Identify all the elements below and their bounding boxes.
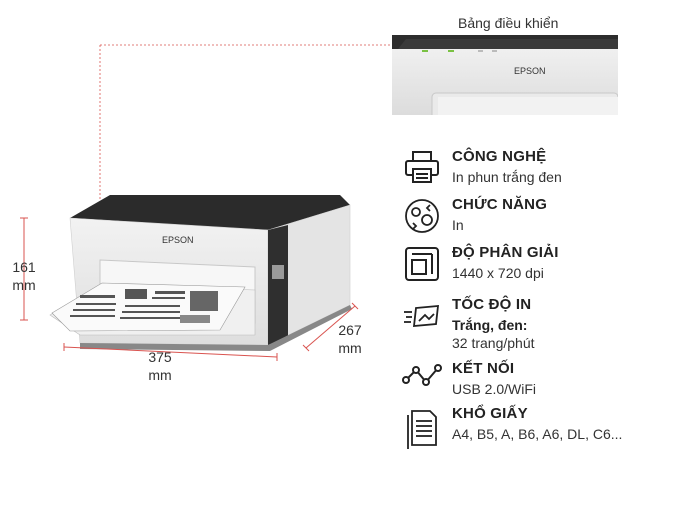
paper-icon — [407, 410, 437, 449]
spec-resolution-title: ĐỘ PHÂN GIẢI — [452, 244, 559, 261]
spec-paper-value: A4, B5, A, B6, A6, DL, C6... — [452, 426, 623, 442]
spec-resolution: ĐỘ PHÂN GIẢI 1440 x 720 dpi — [402, 244, 692, 296]
spec-speed-label: Trắng, đen: — [452, 317, 528, 333]
panel-brand: EPSON — [514, 66, 546, 76]
dimension-depth-value: 267 — [338, 322, 362, 338]
spec-paper-title: KHỔ GIẤY — [452, 405, 528, 422]
dimension-depth: 267 mm — [330, 321, 370, 357]
spec-speed-title: TỐC ĐỘ IN — [452, 296, 532, 313]
speed-icon — [404, 305, 440, 327]
spec-technology: CÔNG NGHỆ In phun trắng đen — [402, 148, 692, 200]
spec-function-title: CHỨC NĂNG — [452, 196, 548, 213]
dimension-depth-unit: mm — [338, 340, 362, 356]
spec-function: CHỨC NĂNG In — [402, 196, 692, 248]
printer-icon — [405, 151, 439, 183]
dimension-width: 375 mm — [138, 348, 182, 384]
dimension-height: 161 mm — [4, 258, 44, 294]
spec-technology-value: In phun trắng đen — [452, 169, 562, 185]
control-panel-illustration: EPSON — [392, 35, 618, 115]
spec-technology-title: CÔNG NGHỆ — [452, 148, 547, 165]
spec-connection-title: KẾT NỐI — [452, 360, 515, 377]
printer-drawing: EPSON — [49, 195, 352, 351]
control-panel-zoom: EPSON — [392, 35, 618, 115]
dimension-height-value: 161 — [12, 259, 36, 275]
printer-illustration: EPSON — [40, 185, 360, 355]
control-panel-caption: Bảng điều khiển — [458, 15, 559, 31]
spec-connection-value: USB 2.0/WiFi — [452, 381, 537, 397]
spec-paper: KHỔ GIẤY A4, B5, A, B6, A6, DL, C6... — [402, 405, 692, 457]
spec-speed: TỐC ĐỘ IN Trắng, đen: 32 trang/phút — [402, 296, 692, 352]
spec-connection: KẾT NỐI USB 2.0/WiFi — [402, 360, 692, 412]
dimension-height-unit: mm — [12, 277, 36, 293]
gears-icon — [405, 199, 439, 233]
resolution-icon — [405, 247, 439, 281]
spec-resolution-value: 1440 x 720 dpi — [452, 265, 544, 281]
printer-brand: EPSON — [162, 235, 194, 245]
spec-function-value: In — [452, 217, 464, 233]
spec-speed-value: 32 trang/phút — [452, 335, 535, 351]
connection-icon — [402, 364, 442, 386]
dimension-width-value: 375 — [148, 349, 172, 365]
dimension-width-unit: mm — [148, 367, 172, 383]
